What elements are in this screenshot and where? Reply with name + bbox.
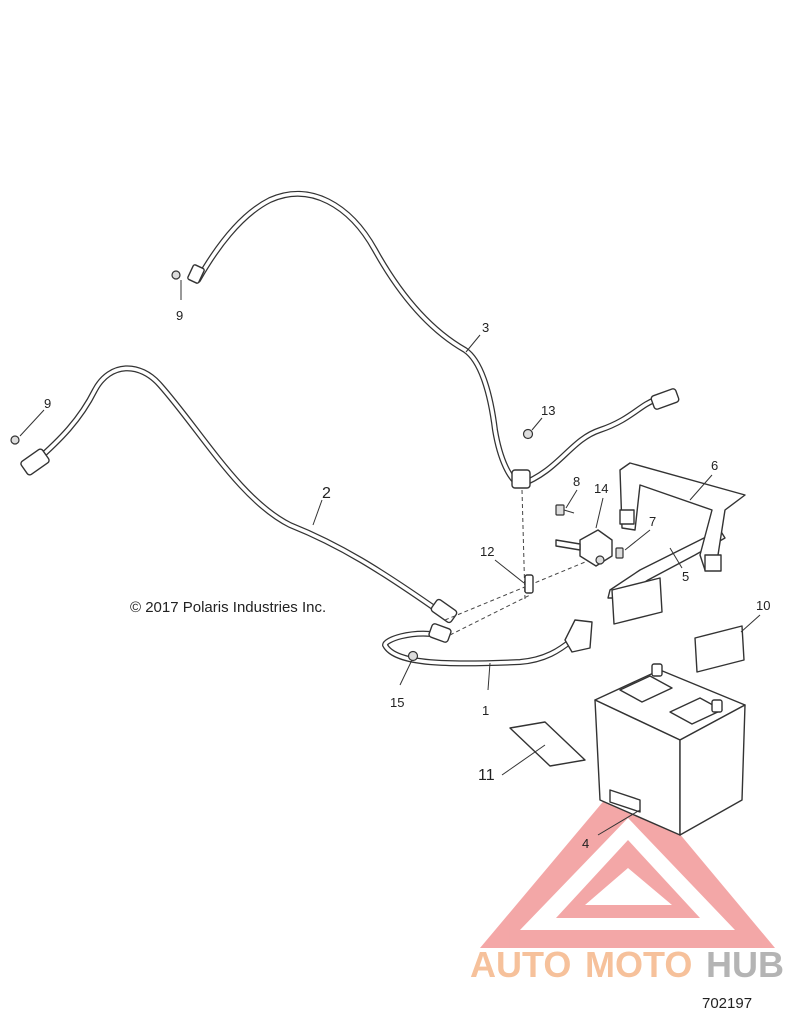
cable-3: [187, 190, 680, 489]
callout-9-left: 9: [44, 396, 51, 411]
solenoid-14: [555, 529, 613, 567]
callout-8: 8: [573, 474, 580, 489]
leader-lines: [19, 280, 761, 836]
callout-10: 10: [756, 598, 770, 613]
callout-15: 15: [390, 695, 404, 710]
callout-14: 14: [594, 481, 608, 496]
callout-13: 13: [541, 403, 555, 418]
battery-4: [594, 663, 746, 836]
label-plate-5: [611, 577, 663, 625]
callout-11: 11: [478, 767, 495, 784]
nut-9-left: [10, 435, 20, 445]
strap-6: [619, 462, 746, 572]
callout-5: 5: [682, 569, 689, 584]
watermark-auto: AUTO: [470, 944, 571, 985]
callout-4: 4: [582, 836, 589, 851]
clip-12: [524, 574, 534, 594]
callout-3: 3: [482, 320, 489, 335]
label-11: [509, 721, 586, 767]
cable-1: [382, 619, 593, 667]
watermark-text: AUTO MOTO HUB: [470, 944, 784, 985]
cable-2: [20, 365, 458, 624]
callout-7: 7: [649, 514, 656, 529]
copyright-notice: © 2017 Polaris Industries Inc.: [130, 599, 326, 616]
callout-9-upper: 9: [176, 308, 183, 323]
nut-13: [522, 428, 534, 440]
assembly-line: [444, 559, 591, 621]
callout-1: 1: [482, 703, 489, 718]
watermark-moto: MOTO: [585, 944, 692, 985]
nut-9-upper: [171, 270, 181, 280]
bolt-8: [555, 504, 575, 516]
label-plate-10: [694, 625, 745, 673]
assembly-line: [449, 594, 531, 636]
bolt-7: [615, 547, 624, 559]
bolt-15: [407, 650, 419, 662]
callout-2: 2: [322, 485, 331, 502]
callout-6: 6: [711, 458, 718, 473]
figure-number: 702197: [702, 995, 752, 1012]
callout-12: 12: [480, 544, 494, 559]
watermark-hub: HUB: [706, 944, 784, 985]
